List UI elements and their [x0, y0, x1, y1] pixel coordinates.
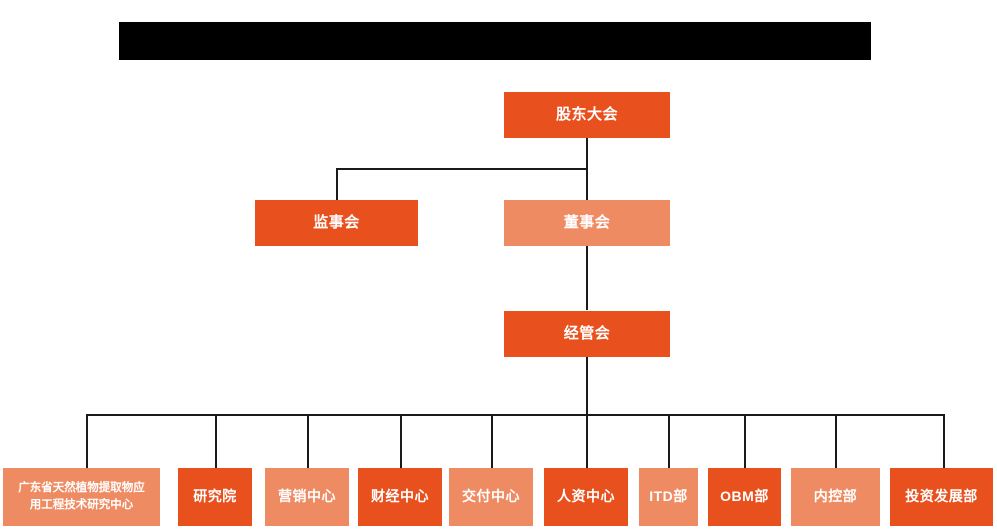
connector-drop-dept-1 — [86, 414, 88, 468]
node-label: 经管会 — [563, 324, 611, 342]
connector-drop-dept-5 — [491, 414, 493, 468]
connector-drop-dept-4 — [400, 414, 402, 468]
connector-management-to-bus — [586, 357, 588, 415]
connector-drop-dept-6 — [586, 414, 588, 468]
connector-drop-dept-8 — [744, 414, 746, 468]
connector-drop-dept-7 — [668, 414, 670, 468]
node-department-research-institute[interactable]: 研究院 — [178, 468, 252, 526]
node-label: 人资中心 — [557, 488, 615, 505]
connector-shareholders-branch — [336, 168, 588, 170]
node-department-investment-development[interactable]: 投资发展部 — [890, 468, 993, 526]
node-department-marketing-center[interactable]: 营销中心 — [265, 468, 349, 526]
node-label: 财经中心 — [371, 488, 429, 505]
connector-to-supervisory-board — [336, 168, 338, 200]
node-label: OBM部 — [720, 488, 769, 505]
node-label: 监事会 — [313, 213, 360, 231]
node-management-committee[interactable]: 经管会 — [504, 311, 670, 357]
node-label: 交付中心 — [462, 488, 520, 505]
connector-drop-dept-10 — [943, 414, 945, 468]
node-board-of-directors[interactable]: 董事会 — [504, 200, 670, 246]
node-department-hr-center[interactable]: 人资中心 — [544, 468, 628, 526]
node-supervisory-board[interactable]: 监事会 — [255, 200, 418, 246]
node-department-obm[interactable]: OBM部 — [708, 468, 781, 526]
title-banner — [119, 22, 871, 60]
node-department-research-center[interactable]: 广东省天然植物提取物应 用工程技术研究中心 — [3, 468, 160, 526]
connector-drop-dept-3 — [307, 414, 309, 468]
node-department-finance-center[interactable]: 财经中心 — [358, 468, 442, 526]
connector-drop-dept-9 — [835, 414, 837, 468]
node-label: ITD部 — [649, 488, 688, 505]
node-label: 营销中心 — [278, 488, 336, 505]
node-label: 内控部 — [813, 488, 858, 505]
node-label: 投资发展部 — [905, 488, 978, 505]
connector-drop-dept-2 — [215, 414, 217, 468]
node-department-internal-control[interactable]: 内控部 — [791, 468, 880, 526]
connector-department-bus — [86, 414, 944, 416]
node-department-delivery-center[interactable]: 交付中心 — [449, 468, 533, 526]
node-label: 研究院 — [193, 488, 237, 505]
node-label: 广东省天然植物提取物应 用工程技术研究中心 — [18, 482, 145, 511]
node-department-itd[interactable]: ITD部 — [639, 468, 698, 526]
node-shareholders-meeting[interactable]: 股东大会 — [504, 92, 670, 138]
node-label: 股东大会 — [555, 105, 618, 123]
connector-board-to-management — [586, 246, 588, 310]
node-label: 董事会 — [563, 213, 611, 231]
